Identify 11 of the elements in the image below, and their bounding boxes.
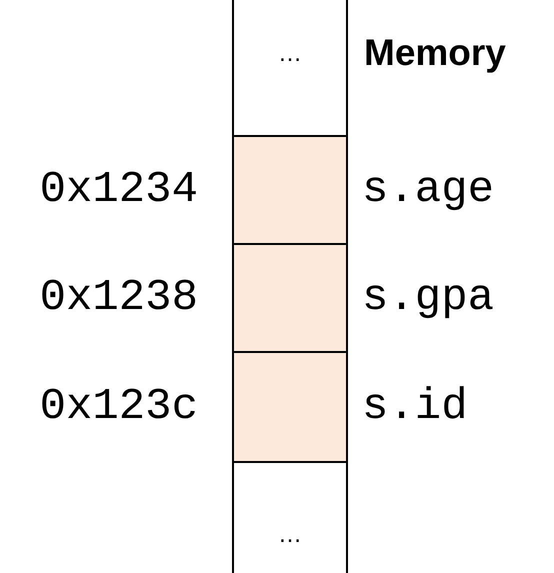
address-label: 0x1238: [40, 276, 198, 320]
address-label: 0x1234: [40, 168, 198, 212]
ellipsis: …: [277, 523, 303, 547]
memory-slot: [232, 463, 348, 573]
field-name: s.id: [362, 385, 468, 429]
field-name: s.gpa: [362, 276, 494, 320]
ellipsis: …: [277, 42, 303, 66]
field-name: s.age: [362, 168, 494, 212]
memory-heading: Memory: [364, 34, 506, 71]
address-label: 0x123c: [40, 385, 198, 429]
memory-slot: [232, 0, 348, 137]
